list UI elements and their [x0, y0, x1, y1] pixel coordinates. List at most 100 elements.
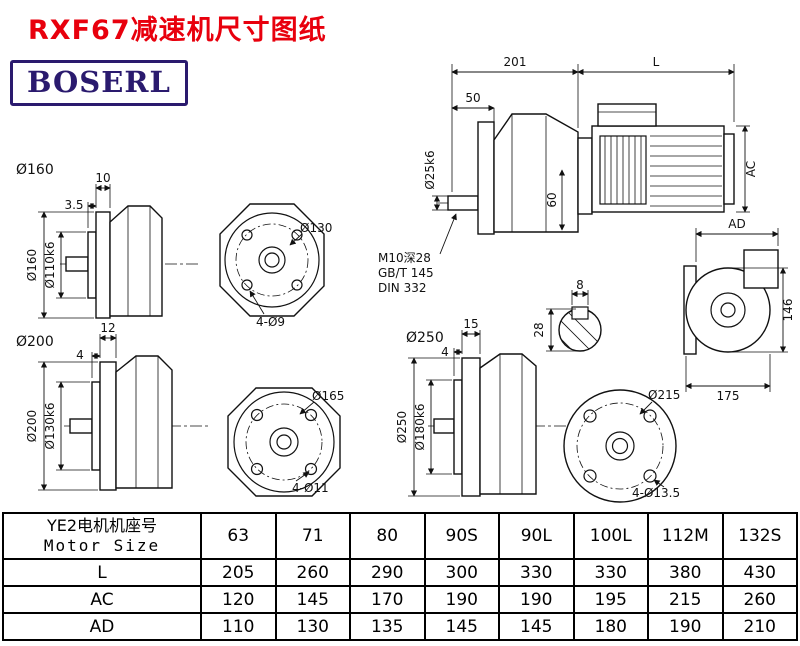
dim-175: 175	[717, 389, 740, 403]
dimension-value: 145	[274, 585, 351, 614]
motor-size-column-header: 100L	[572, 512, 649, 560]
dimension-value: 170	[349, 585, 426, 614]
dim-AC: AC	[744, 161, 758, 177]
motor-size-header-en: Motor Size	[43, 536, 161, 555]
dim-dia250: Ø250	[395, 411, 409, 443]
thread-note-1: M10深28	[378, 251, 431, 265]
side-view-160: Ø160 10 3.5 Ø160 Ø110k6	[16, 162, 200, 319]
dim-bolt-holes-9: 4-Ø9	[256, 315, 285, 329]
motor-size-column-header: 112M	[647, 512, 724, 560]
dim-shaft-dia: Ø25k6	[423, 150, 437, 189]
dimension-value: 330	[572, 558, 649, 587]
thread-note-3: DIN 332	[378, 281, 426, 295]
dimension-value: 110	[200, 612, 277, 641]
motor-size-column-header: 71	[274, 512, 351, 560]
end-view-terminal-box	[743, 249, 779, 289]
dim-8: 8	[576, 278, 584, 292]
dim-4b: 4	[441, 345, 449, 359]
motor-size-column-header: 90S	[423, 512, 500, 560]
dimension-drawing: 201 L 50 Ø25k6 60 AC M10深28 GB/T 145 DIN…	[16, 55, 795, 503]
view-250-label: Ø250	[406, 330, 444, 346]
dimension-value: 130	[274, 612, 351, 641]
dimension-value: 145	[423, 612, 500, 641]
dimension-value: 215	[647, 585, 724, 614]
dimension-value: 135	[349, 612, 426, 641]
end-view-body	[685, 267, 771, 353]
dim-15: 15	[463, 317, 478, 331]
dim-50: 50	[465, 91, 480, 105]
dim-dia110k6: Ø110k6	[43, 242, 57, 289]
dimension-value: 190	[647, 612, 724, 641]
dim-60: 60	[545, 192, 559, 207]
motor-size-column-header: 80	[349, 512, 426, 560]
front-view-160: Ø130 4-Ø9	[219, 203, 332, 329]
dimension-value: 180	[572, 612, 649, 641]
dimension-value: 290	[349, 558, 426, 587]
gearbox-flange	[477, 121, 495, 235]
dim-AD: AD	[728, 217, 745, 231]
dimension-value: 380	[647, 558, 724, 587]
view-200-label: Ø200	[16, 334, 54, 350]
dimension-value: 260	[721, 585, 798, 614]
terminal-box	[597, 103, 657, 127]
dim-4a: 4	[76, 348, 84, 362]
dim-L: L	[653, 55, 660, 69]
row-label: AC	[2, 585, 202, 614]
dim-dia160: Ø160	[25, 249, 39, 281]
motor-winding-lines	[604, 136, 642, 204]
dimension-value: 210	[721, 612, 798, 641]
dim-dia130k6: Ø130k6	[43, 403, 57, 450]
main-assembly-view	[438, 103, 735, 235]
motor-body	[591, 125, 725, 213]
page-title: RXF67减速机尺寸图纸	[28, 15, 327, 46]
dimension-value: 205	[200, 558, 277, 587]
dimension-value: 145	[498, 612, 575, 641]
dimension-value: 300	[423, 558, 500, 587]
dimension-value: 430	[721, 558, 798, 587]
view-160-label: Ø160	[16, 162, 54, 178]
motor-adapter	[577, 137, 593, 215]
dim-dia130-flange: Ø130	[300, 221, 332, 235]
motor-end-cap	[723, 133, 735, 205]
dimension-value: 190	[498, 585, 575, 614]
dim-dia165-flange: Ø165	[312, 389, 344, 403]
front-view-200: Ø165 4-Ø11	[227, 387, 344, 497]
shaft-section-detail: 8 28	[532, 278, 602, 352]
row-label: L	[2, 558, 202, 587]
output-shaft	[447, 195, 479, 211]
motor-end-view: AD 146 175	[683, 217, 795, 403]
dim-146: 146	[781, 299, 795, 322]
boserl-logo: BOSERL	[10, 60, 188, 106]
dim-3-5: 3.5	[64, 198, 83, 212]
dim-dia215-flange: Ø215	[648, 388, 680, 402]
dimension-value: 260	[274, 558, 351, 587]
front-view-250: Ø215 4-Ø13.5	[563, 388, 680, 503]
gearbox-housing	[493, 113, 579, 233]
dim-dia180k6: Ø180k6	[413, 404, 427, 451]
dim-28: 28	[532, 322, 546, 337]
motor-size-header: YE2电机机座号 Motor Size	[2, 512, 202, 560]
dimension-value: 330	[498, 558, 575, 587]
thread-note-2: GB/T 145	[378, 266, 434, 280]
motor-size-column-header: 63	[200, 512, 277, 560]
dim-bolt-holes-13-5: 4-Ø13.5	[632, 486, 680, 500]
keyway	[571, 306, 589, 320]
motor-size-header-cn: YE2电机机座号	[46, 516, 158, 535]
motor-fins	[650, 135, 722, 207]
main-view-dimensions: 201 L 50 Ø25k6 60 AC M10深28 GB/T 145 DIN…	[378, 55, 758, 295]
dimension-value: 195	[572, 585, 649, 614]
motor-size-column-header: 90L	[498, 512, 575, 560]
dim-201: 201	[504, 55, 527, 69]
dimension-value: 190	[423, 585, 500, 614]
dim-bolt-holes-11: 4-Ø11	[292, 481, 329, 495]
side-view-200: Ø200 12 4 Ø200 Ø130k6	[16, 321, 210, 491]
dim-10: 10	[95, 171, 110, 185]
side-view-250: Ø250 15 4 Ø250 Ø180k6	[395, 317, 568, 497]
dimension-value: 120	[200, 585, 277, 614]
